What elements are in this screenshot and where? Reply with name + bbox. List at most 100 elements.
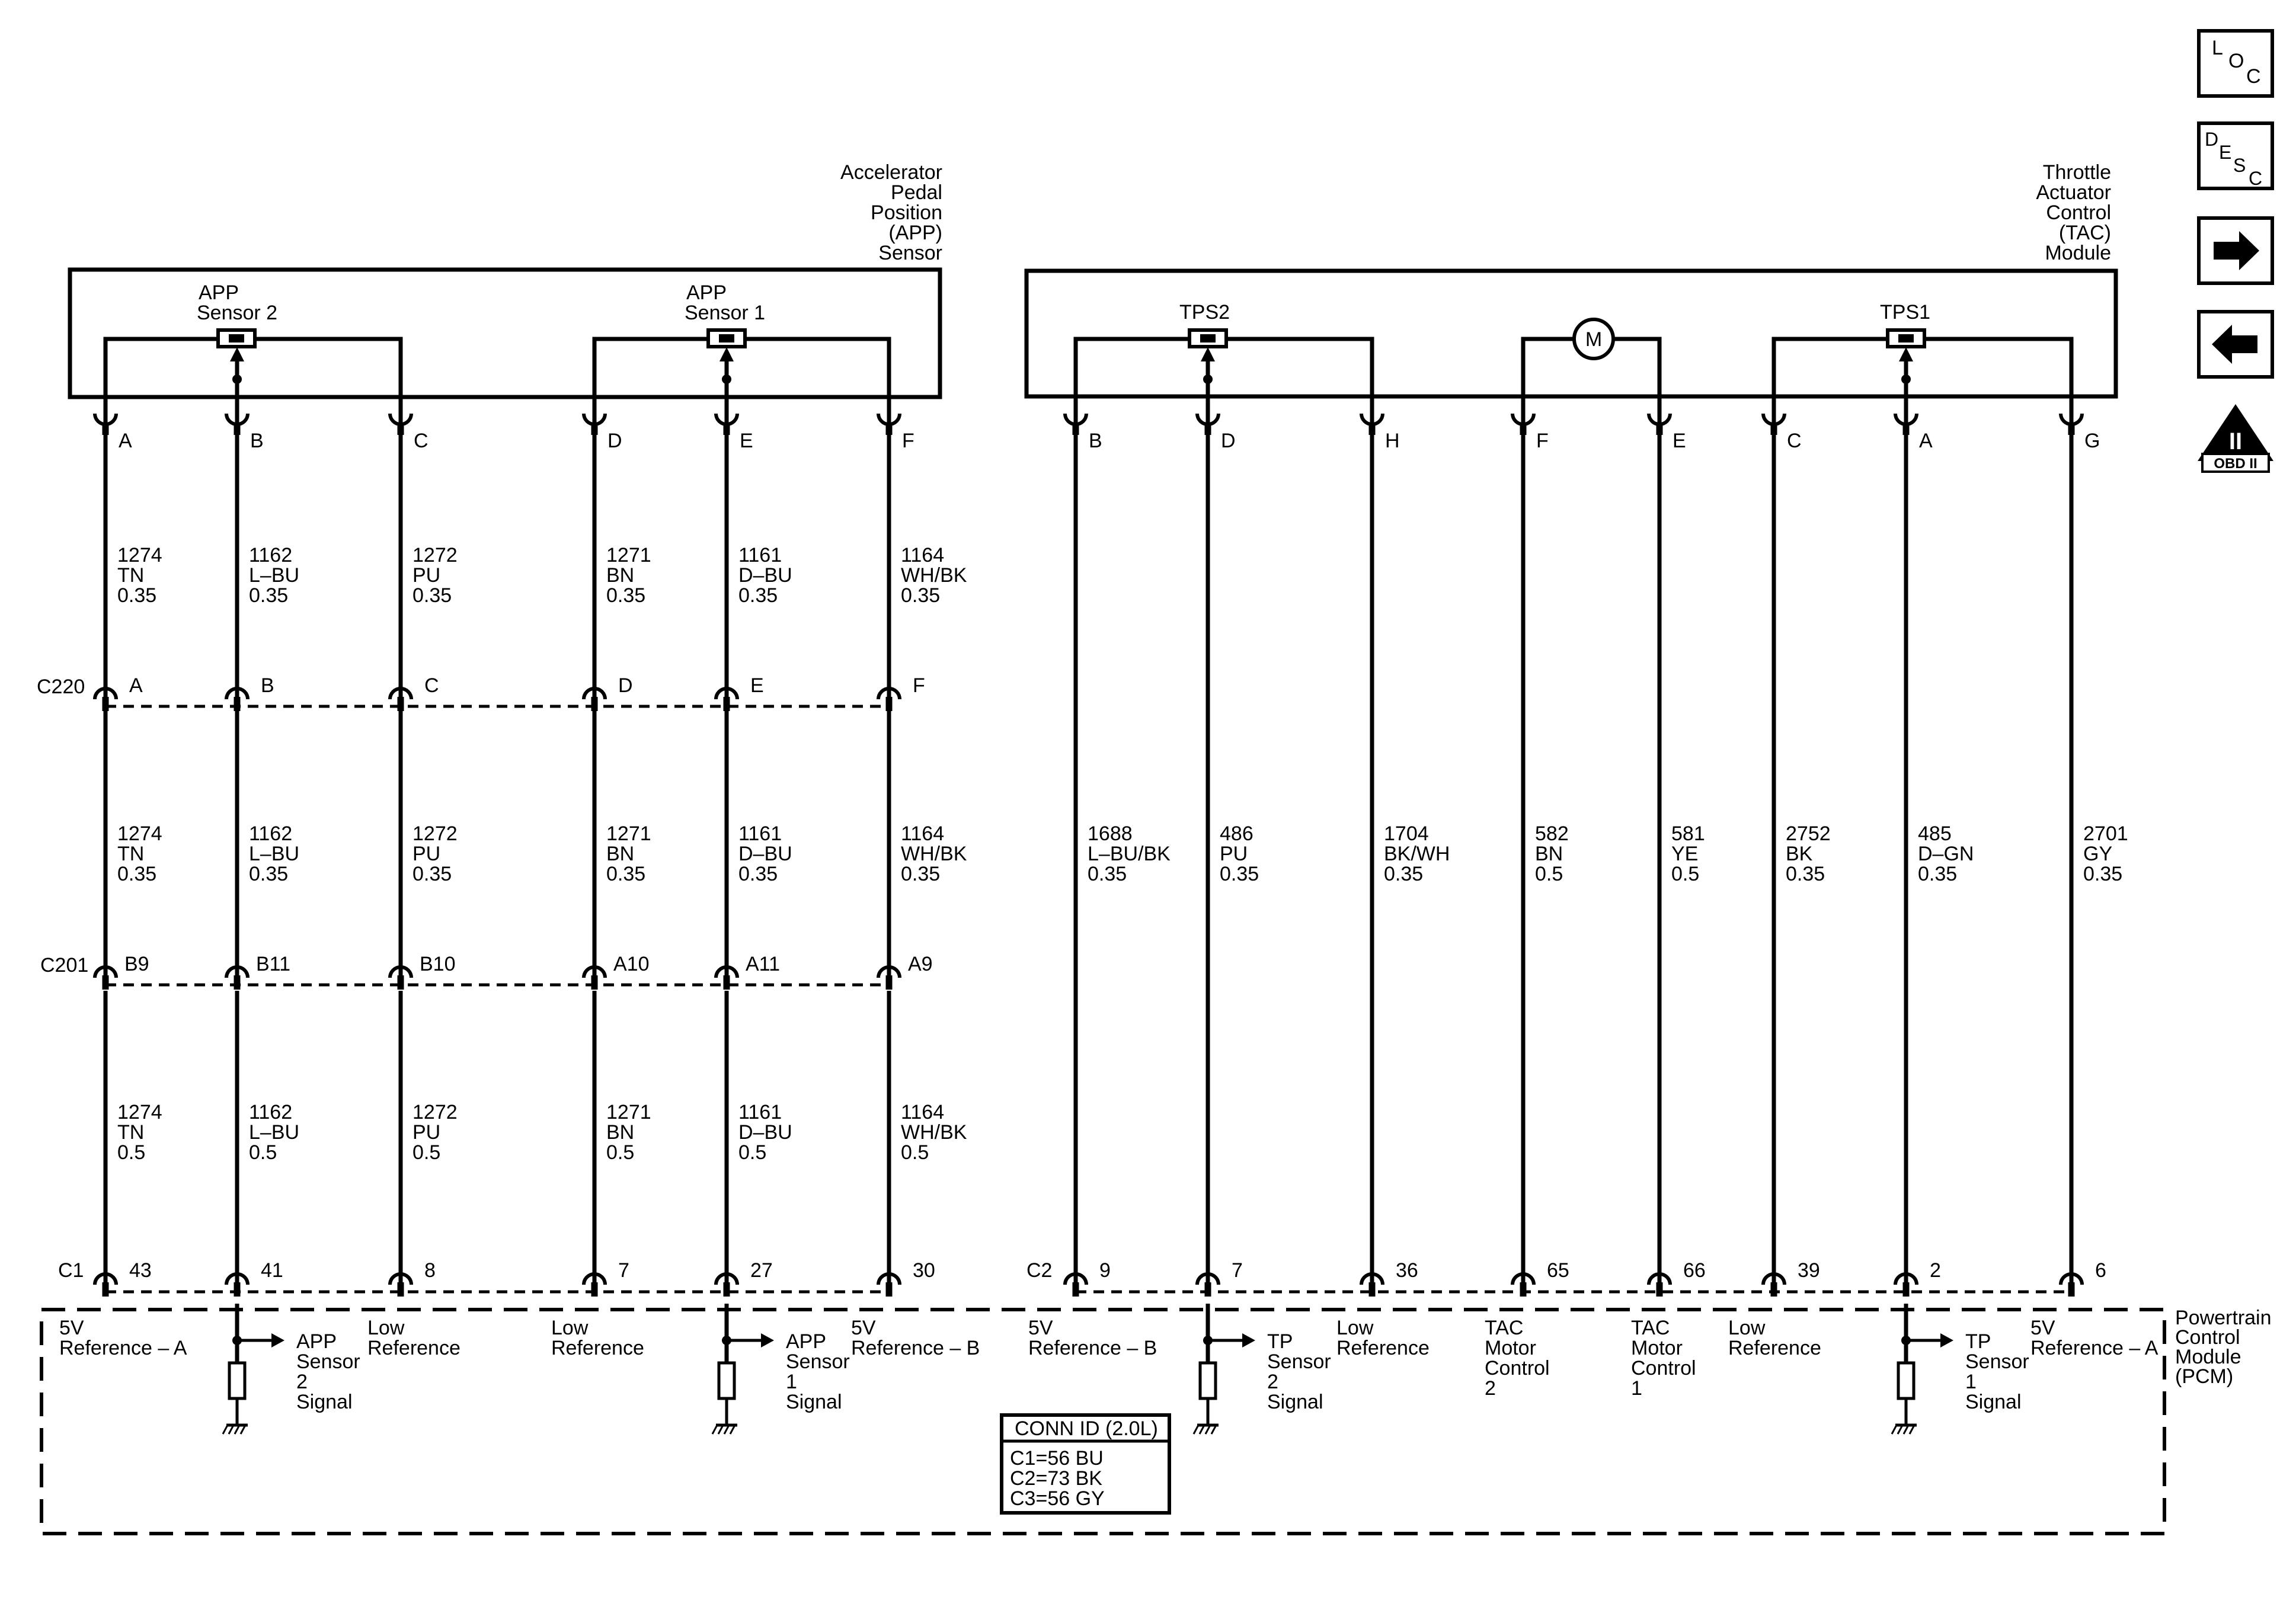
sensor-pin-label: E: [740, 430, 753, 452]
wire-info-label: 1271: [606, 1101, 651, 1124]
wire-info-label: 0.35: [738, 584, 778, 607]
pcm-terminal-label: Sensor: [786, 1350, 850, 1373]
pcm-terminal-label: Reference: [1336, 1337, 1430, 1359]
loc-button[interactable]: L O C: [2197, 29, 2274, 98]
wire-info-label: PU: [412, 564, 440, 587]
pcm-terminal-label: TAC: [1485, 1317, 1523, 1339]
pcm-terminal-label: Reference – A: [2030, 1337, 2159, 1359]
sensor-pin-label: A: [119, 430, 132, 452]
c201-cavity: [582, 965, 607, 990]
wire-info-label: 0.35: [901, 863, 940, 885]
pcm-title-line: (PCM): [2175, 1365, 2233, 1388]
pcm-terminal-label: Control: [1485, 1357, 1550, 1379]
pcm-terminal-label: 1: [786, 1371, 797, 1393]
c2-cavity: [1647, 1272, 1672, 1297]
pcm-terminal-label: Reference: [1728, 1337, 1821, 1359]
pcm-terminal-label: Sensor: [1267, 1350, 1331, 1373]
wire-info-label: WH/BK: [901, 564, 967, 587]
module-pin-cavity: [1195, 413, 1220, 435]
c2-cavity: [1511, 1272, 1536, 1297]
wire-info-label: 582: [1535, 822, 1569, 845]
module-pin-label: G: [2084, 430, 2100, 452]
pcm-pin-label: 7: [618, 1259, 629, 1282]
tac-title-line: Module: [2045, 242, 2111, 264]
wire-info-label: 2752: [1786, 822, 1831, 845]
arrow-left-icon[interactable]: [2197, 310, 2274, 379]
app-title-line: Sensor: [878, 242, 942, 264]
pcm-pin-label: 43: [129, 1259, 152, 1282]
sensor-pin-cavity: [225, 413, 250, 435]
app-title-line: Pedal: [891, 181, 942, 204]
wire-info-label: L–BU: [249, 1121, 299, 1144]
connector-c1-label: C1: [58, 1259, 84, 1282]
arrow-right-icon[interactable]: [2197, 216, 2274, 285]
pcm-terminal-label: Reference – A: [59, 1337, 187, 1359]
wire-info-label: D–BU: [738, 1121, 792, 1144]
wire-info-label: 1272: [412, 822, 458, 845]
sensor-pin-cavity: [714, 413, 739, 435]
app-sensor2-label: Sensor 2: [197, 302, 277, 324]
wire-info-label: 0.35: [1384, 863, 1423, 885]
pcm-title-line: Control: [2175, 1326, 2240, 1349]
wire-info-label: 0.5: [249, 1141, 277, 1164]
wire-info-label: 0.35: [1918, 863, 1957, 885]
tac-motor: M: [1521, 318, 1662, 415]
module-pin-cavity: [1761, 413, 1786, 435]
wire-info-label: L–BU: [249, 564, 299, 587]
c220-pin-label: B: [261, 674, 274, 697]
wire-info-label: 0.35: [738, 863, 778, 885]
wire-info-label: TN: [117, 843, 144, 865]
pcm-terminal-label: 1: [1631, 1377, 1642, 1400]
wire-info-label: BN: [1535, 843, 1563, 865]
app-title-line: Position: [871, 201, 942, 224]
pcm-terminal-label: Reference – B: [1028, 1337, 1157, 1359]
wire-info-label: 1164: [901, 544, 944, 566]
obd-ii-icon[interactable]: OBD II II: [2198, 404, 2273, 473]
c2-cavity: [1761, 1272, 1786, 1297]
pcm-pin-label: 41: [261, 1259, 283, 1282]
tps1-label: TPS1: [1880, 301, 1930, 324]
tac-title-line: Control: [2046, 201, 2111, 224]
wire-info-label: WH/BK: [901, 843, 967, 865]
pcm-terminal-label: 5V: [1028, 1317, 1053, 1339]
conn-id-box: CONN ID (2.0L) C1=56 BU C2=73 BK C3=56 G…: [1000, 1413, 1171, 1515]
tps2-potentiometer: [1073, 328, 1374, 415]
app-sensor1-label: Sensor 1: [685, 302, 765, 324]
wire-info-label: 1274: [117, 822, 162, 845]
pcm-terminal-label: TAC: [1631, 1317, 1670, 1339]
wire-info-label: 1704: [1384, 822, 1429, 845]
wire-info-label: 1162: [249, 544, 292, 566]
pcm-terminal-label: TP: [1267, 1330, 1293, 1353]
c220-pin-label: A: [129, 674, 143, 697]
c1-cavity: [225, 1272, 250, 1297]
wire-info-label: 0.5: [901, 1141, 929, 1164]
pcm-terminal-label: Motor: [1631, 1337, 1683, 1359]
c2-cavity: [1063, 1272, 1088, 1297]
wire-info-label: D–BU: [738, 843, 792, 865]
sensor-pin-cavity: [93, 413, 118, 435]
c201-pin-label: B9: [124, 953, 149, 975]
wire-info-label: 1272: [412, 1101, 458, 1124]
pcm-terminal-label: 5V: [59, 1317, 84, 1339]
pcm-terminal-label: 2: [1485, 1377, 1496, 1400]
motor-symbol: M: [1585, 328, 1602, 351]
sensor-pin-label: B: [250, 430, 264, 452]
module-pin-label: E: [1673, 430, 1686, 452]
desc-button[interactable]: D E S C: [2197, 121, 2274, 190]
wire-info-label: BN: [606, 843, 634, 865]
wire-info-label: 0.35: [2083, 863, 2122, 885]
pcm-pin-label: 9: [1099, 1259, 1111, 1282]
wire-info-label: WH/BK: [901, 1121, 967, 1144]
wire-info-label: BK: [1786, 843, 1813, 865]
